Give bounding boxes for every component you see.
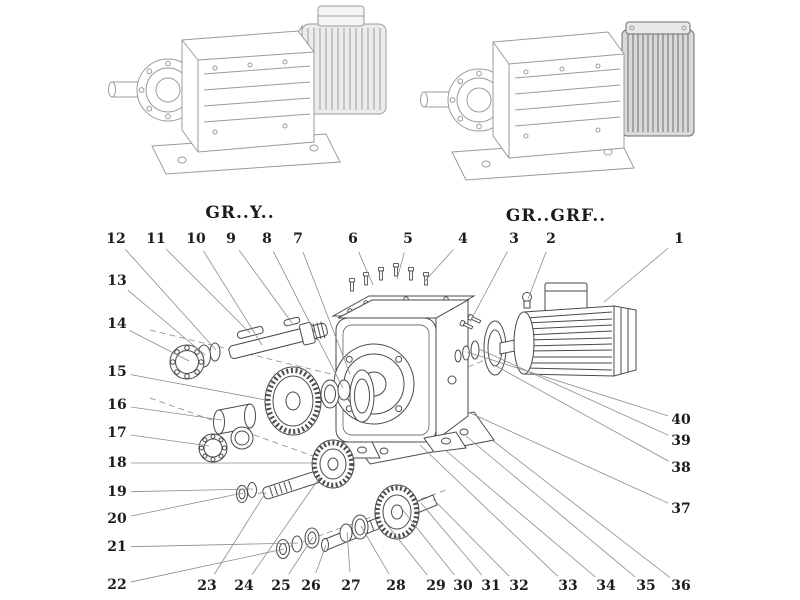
callout-number-2: 2 bbox=[546, 231, 556, 247]
leader-line-29 bbox=[383, 520, 428, 576]
view-label-gr-grf: GR..GRF.. bbox=[505, 206, 607, 226]
callout-number-36: 36 bbox=[671, 578, 690, 594]
callout-number-3: 3 bbox=[509, 231, 519, 247]
callout-number-19: 19 bbox=[107, 484, 126, 500]
leader-line-34 bbox=[444, 449, 596, 578]
callout-number-15: 15 bbox=[107, 364, 126, 380]
leader-line-11 bbox=[165, 248, 251, 334]
callout-number-10: 10 bbox=[186, 231, 206, 247]
view-label-gr-y: GR..Y.. bbox=[205, 203, 275, 223]
callout-number-25: 25 bbox=[271, 578, 290, 594]
callout-number-18: 18 bbox=[107, 455, 126, 471]
leader-line-25 bbox=[288, 536, 314, 575]
gear-housing bbox=[331, 295, 495, 465]
leader-line-24 bbox=[251, 476, 321, 575]
intermediate-gear-set bbox=[236, 439, 355, 503]
leader-line-20 bbox=[130, 492, 244, 517]
assembled-view-gr-y bbox=[108, 5, 387, 175]
callout-number-20: 20 bbox=[107, 511, 127, 527]
callout-number-8: 8 bbox=[262, 231, 272, 247]
leader-line-14 bbox=[129, 330, 190, 362]
leader-line-28 bbox=[360, 525, 390, 575]
callout-number-37: 37 bbox=[671, 501, 690, 517]
callout-number-12: 12 bbox=[106, 231, 125, 247]
callout-number-21: 21 bbox=[107, 539, 126, 555]
callout-number-5: 5 bbox=[403, 231, 413, 247]
callout-number-38: 38 bbox=[671, 460, 690, 476]
leader-line-22 bbox=[130, 548, 285, 583]
leader-line-23 bbox=[214, 491, 267, 575]
callout-number-33: 33 bbox=[558, 578, 577, 594]
leader-line-9 bbox=[238, 250, 293, 324]
callout-number-16: 16 bbox=[107, 397, 126, 413]
callout-number-13: 13 bbox=[107, 273, 126, 289]
output-shaft-assembly bbox=[276, 484, 438, 559]
leader-line-10 bbox=[203, 250, 263, 346]
leader-line-8 bbox=[273, 251, 344, 389]
cover-bolts bbox=[348, 262, 430, 292]
callout-number-7: 7 bbox=[293, 231, 303, 247]
leader-line-5 bbox=[396, 252, 405, 280]
callout-number-27: 27 bbox=[341, 578, 360, 594]
leader-line-13 bbox=[127, 289, 206, 356]
leader-line-12 bbox=[125, 249, 217, 351]
callout-number-1: 1 bbox=[674, 231, 684, 247]
leader-line-2 bbox=[527, 251, 547, 300]
leader-line-35 bbox=[465, 435, 636, 578]
leader-line-1 bbox=[603, 247, 669, 303]
callout-number-17: 17 bbox=[107, 425, 126, 441]
leader-line-16 bbox=[130, 406, 223, 421]
leader-line-17 bbox=[130, 434, 210, 447]
leader-line-21 bbox=[130, 542, 299, 548]
callout-number-14: 14 bbox=[107, 316, 127, 332]
callout-number-34: 34 bbox=[596, 578, 616, 594]
assembled-view-gr-grf bbox=[420, 21, 695, 181]
input-pinion-shaft bbox=[228, 316, 328, 360]
callout-number-40: 40 bbox=[671, 412, 691, 428]
leader-line-6 bbox=[358, 251, 374, 286]
input-bearing-stack bbox=[169, 342, 221, 380]
callout-number-35: 35 bbox=[636, 578, 655, 594]
callout-number-29: 29 bbox=[426, 578, 445, 594]
leader-line-31 bbox=[420, 502, 483, 576]
leader-line-4 bbox=[423, 249, 454, 283]
leader-line-32 bbox=[432, 498, 510, 577]
leader-line-39 bbox=[478, 348, 669, 436]
motor-assembly bbox=[454, 282, 637, 377]
callout-number-31: 31 bbox=[481, 578, 500, 594]
callout-number-4: 4 bbox=[458, 231, 468, 247]
callout-number-11: 11 bbox=[146, 231, 165, 247]
leader-line-7 bbox=[302, 251, 351, 375]
callout-number-39: 39 bbox=[671, 433, 690, 449]
callout-number-24: 24 bbox=[234, 578, 254, 594]
leader-line-30 bbox=[401, 508, 455, 576]
leader-line-33 bbox=[419, 444, 559, 577]
leader-line-36 bbox=[491, 439, 671, 578]
callout-number-9: 9 bbox=[226, 231, 236, 247]
leader-line-15 bbox=[130, 374, 267, 401]
leader-line-27 bbox=[346, 531, 351, 573]
large-gear-wheel bbox=[264, 366, 375, 436]
callout-number-32: 32 bbox=[509, 578, 528, 594]
sleeve-and-bearings bbox=[198, 403, 256, 463]
leader-line-38 bbox=[495, 365, 669, 462]
callout-number-28: 28 bbox=[386, 578, 405, 594]
leader-line-19 bbox=[130, 488, 254, 493]
leader-line-3 bbox=[469, 251, 508, 323]
leader-line-40 bbox=[466, 351, 668, 417]
callout-number-26: 26 bbox=[301, 578, 320, 594]
callout-number-6: 6 bbox=[348, 231, 358, 247]
leader-line-37 bbox=[467, 411, 669, 504]
callout-number-30: 30 bbox=[453, 578, 473, 594]
callout-number-22: 22 bbox=[107, 577, 126, 593]
leader-line-26 bbox=[315, 544, 327, 573]
callout-number-23: 23 bbox=[197, 578, 216, 594]
